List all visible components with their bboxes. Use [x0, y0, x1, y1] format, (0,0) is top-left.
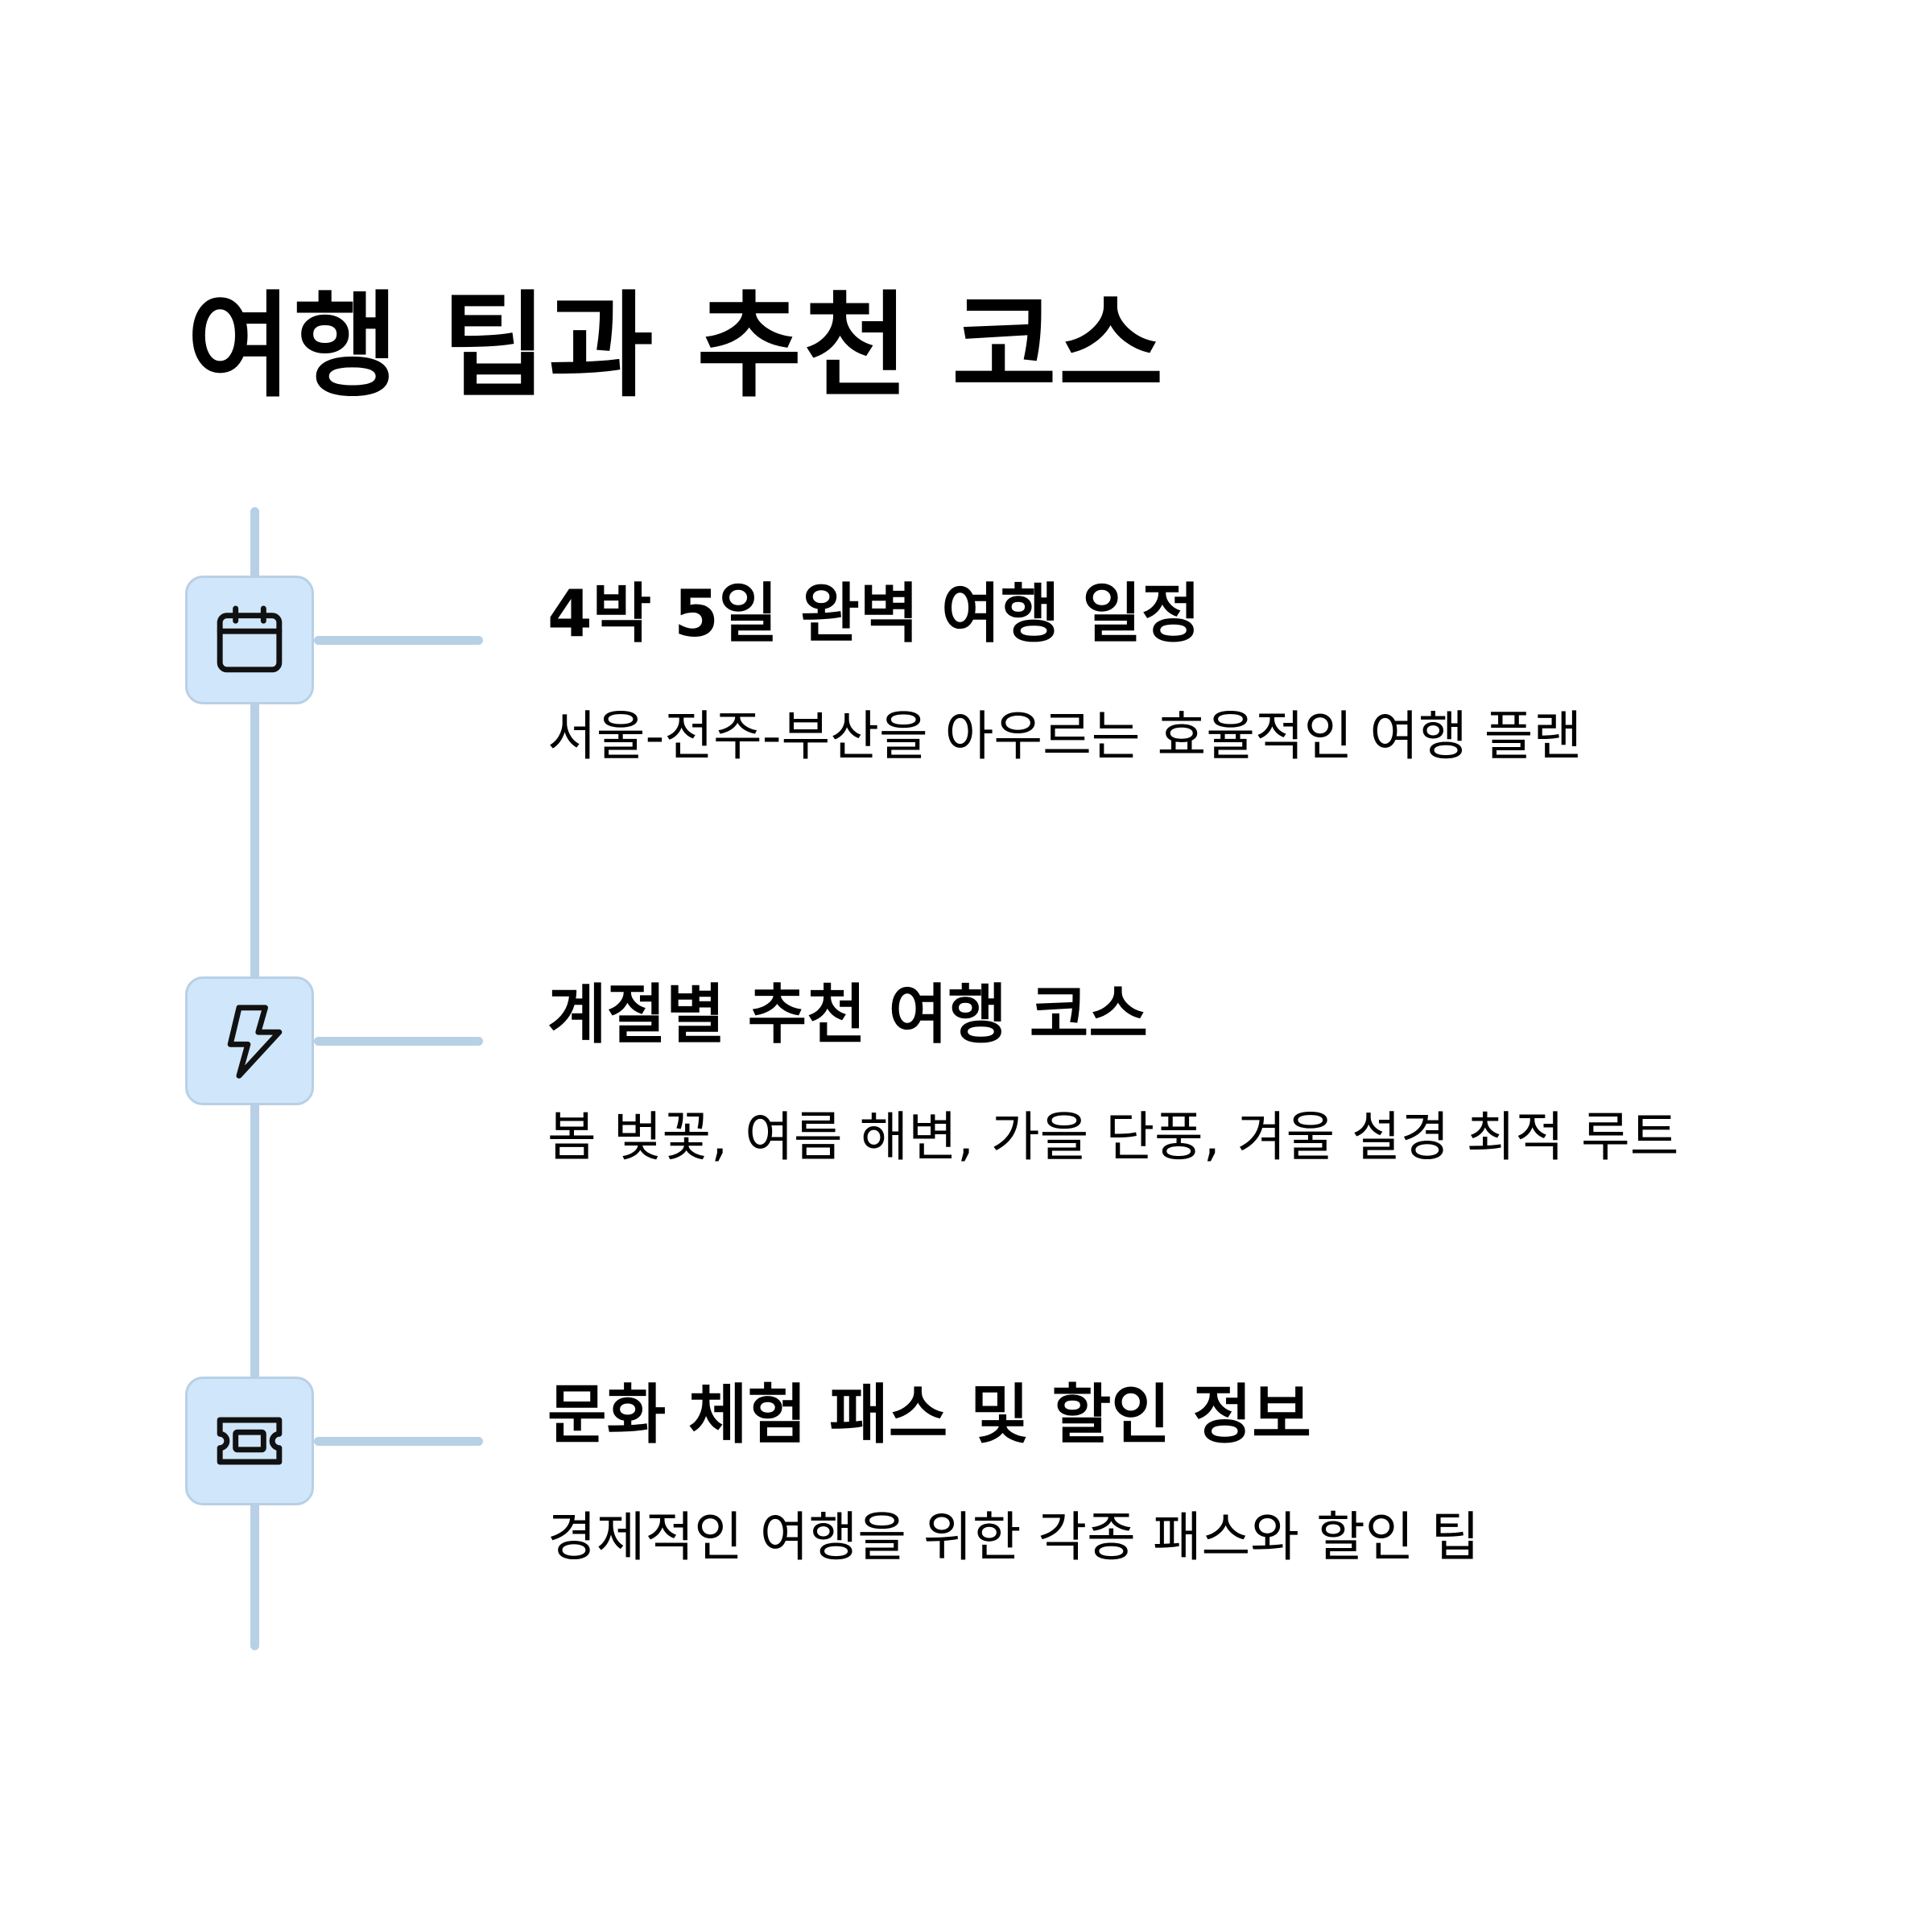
timeline-item-culture-pass: 문화 체험 패스 및 할인 정보 경제적인 여행을 위한 각종 패스와 할인 팁: [0, 1377, 1932, 1568]
item-title: 계절별 추천 여행 코스: [547, 977, 1148, 1052]
icon-tile: [185, 576, 314, 704]
connector-line: [314, 1037, 483, 1046]
connector-line: [314, 1437, 483, 1446]
timeline-item-seasonal: 계절별 추천 여행 코스 봄 벚꽃, 여름 해변, 가을 단풍, 겨울 설경 최…: [0, 976, 1932, 1168]
timeline-item-itinerary: 4박 5일 완벽 여행 일정 서울-전주-부산을 아우르는 효율적인 여행 플랜: [0, 576, 1932, 767]
page-title: 여행 팁과 추천 코스: [187, 280, 1166, 413]
connector-line: [314, 636, 483, 645]
item-description: 봄 벚꽃, 여름 해변, 가을 단풍, 겨울 설경 최적 루트: [547, 1106, 1679, 1168]
icon-tile: [185, 1377, 314, 1505]
item-description: 서울-전주-부산을 아우르는 효율적인 여행 플랜: [547, 705, 1583, 767]
item-description: 경제적인 여행을 위한 각종 패스와 할인 팁: [547, 1506, 1480, 1568]
lightning-icon: [227, 1005, 283, 1079]
icon-tile: [185, 976, 314, 1105]
item-title: 문화 체험 패스 및 할인 정보: [547, 1377, 1311, 1452]
ticket-icon: [217, 1417, 283, 1465]
calendar-icon: [217, 605, 283, 673]
item-title: 4박 5일 완벽 여행 일정: [547, 576, 1201, 651]
